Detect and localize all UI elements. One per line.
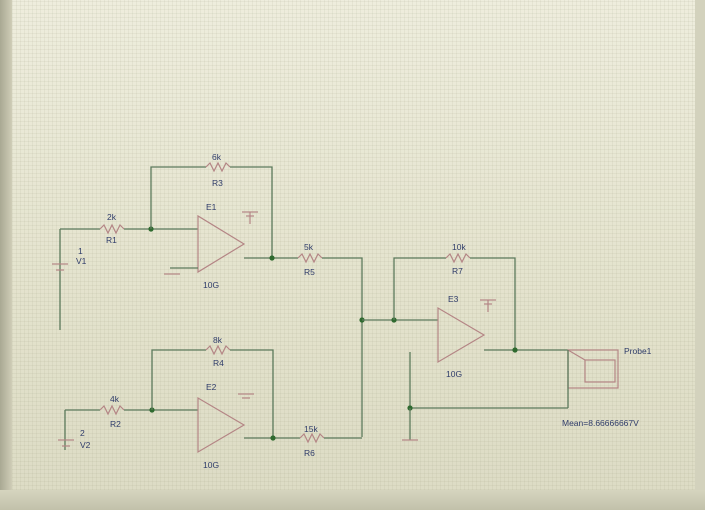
e2-gain-label: 10G xyxy=(203,460,219,470)
r3-value-label: 6k xyxy=(212,152,222,162)
r5-value-label: 5k xyxy=(304,242,314,252)
source-v2[interactable]: 2 V2 xyxy=(58,410,91,450)
e1-gain-label: 10G xyxy=(203,280,219,290)
wire xyxy=(470,257,516,350)
r2-name-label: R2 xyxy=(110,419,121,429)
e3-name-label: E3 xyxy=(448,294,459,304)
e2-name-label: E2 xyxy=(206,382,217,392)
r4-name-label: R4 xyxy=(213,358,224,368)
r1-value-label: 2k xyxy=(107,212,117,222)
r7-value-label: 10k xyxy=(452,242,466,252)
resistor-r1[interactable]: 2k R1 xyxy=(99,212,125,245)
wire xyxy=(409,352,568,409)
r4-value-label: 8k xyxy=(213,335,223,345)
source-v1[interactable]: 1 V1 xyxy=(52,229,87,330)
resistor-r6[interactable]: 15k R6 xyxy=(299,424,325,458)
r3-name-label: R3 xyxy=(212,178,223,188)
probe1-name-label: Probe1 xyxy=(624,346,652,356)
probe1-reading-label: Mean=8.66666667V xyxy=(562,418,639,428)
resistor-r4[interactable]: 8k R4 xyxy=(205,335,231,368)
wire xyxy=(150,166,206,229)
r6-name-label: R6 xyxy=(304,448,315,458)
window-bottom-edge xyxy=(0,490,705,510)
window-right-edge xyxy=(695,0,705,490)
v1-node-label: 1 xyxy=(78,246,83,256)
window-left-edge xyxy=(0,0,12,510)
resistor-r5[interactable]: 5k R5 xyxy=(297,242,323,277)
opamp-e3[interactable]: E3 10G xyxy=(437,294,496,379)
v2-name-label: V2 xyxy=(80,440,91,450)
wire xyxy=(230,166,273,258)
r1-name-label: R1 xyxy=(106,235,117,245)
resistor-r2[interactable]: 4k R2 xyxy=(99,394,125,429)
wire xyxy=(230,349,274,438)
e1-name-label: E1 xyxy=(206,202,217,212)
junction-node xyxy=(270,435,276,441)
wire xyxy=(151,349,206,410)
v1-name-label: V1 xyxy=(76,256,87,266)
junction-node xyxy=(512,347,518,353)
probe1[interactable]: Probe1 Mean=8.66666667V xyxy=(562,346,652,428)
r6-value-label: 15k xyxy=(304,424,318,434)
resistor-r3[interactable]: 6k R3 xyxy=(205,152,231,188)
resistor-r7[interactable]: 10k R7 xyxy=(445,242,471,276)
e3-gain-label: 10G xyxy=(446,369,462,379)
wire xyxy=(322,257,363,437)
r7-name-label: R7 xyxy=(452,266,463,276)
v2-node-label: 2 xyxy=(80,428,85,438)
wire xyxy=(393,257,446,320)
opamp-e2[interactable]: E2 10G xyxy=(197,382,254,470)
opamp-e1[interactable]: E1 10G xyxy=(197,202,258,290)
r2-value-label: 4k xyxy=(110,394,120,404)
r5-name-label: R5 xyxy=(304,267,315,277)
junction-node xyxy=(269,255,275,261)
